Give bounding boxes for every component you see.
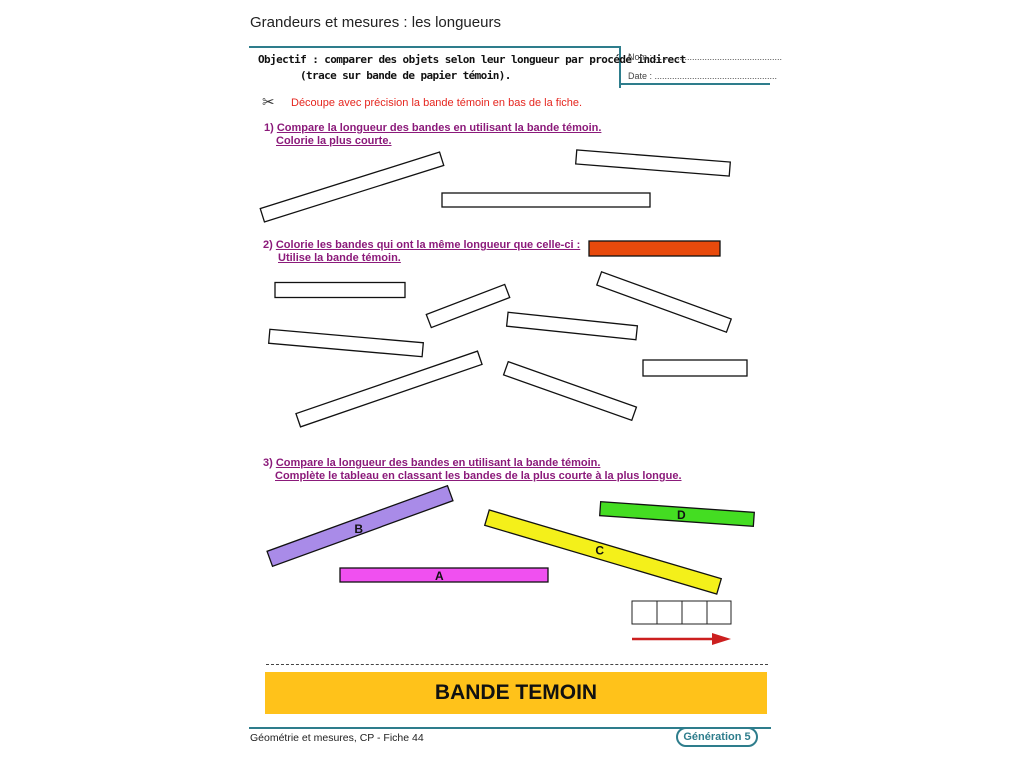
- direction-arrow-icon: [632, 633, 731, 645]
- question-1: 1) Compare la longueur des bandes en uti…: [264, 122, 601, 135]
- scissors-icon: ✂: [262, 94, 275, 111]
- witness-band-label: BANDE TEMOIN: [434, 681, 598, 704]
- ex1-band-2[interactable]: [574, 149, 732, 177]
- question-1-subtext: Colorie la plus courte.: [276, 135, 392, 148]
- ex3-band-D[interactable]: D: [599, 500, 755, 528]
- header-divider: [619, 83, 770, 85]
- question-2-line2: Utilise la bande témoin.: [278, 252, 401, 264]
- question-2-subtext: Utilise la bande témoin.: [278, 252, 401, 265]
- ex2-band-6[interactable]: [295, 350, 483, 428]
- objective-text: Objectif : comparer des objets selon leu…: [258, 53, 686, 66]
- witness-band: BANDE TEMOIN: [265, 672, 767, 714]
- question-2-line1: Colorie les bandes qui ont la même longu…: [275, 239, 581, 251]
- ranking-cell[interactable]: [681, 600, 708, 625]
- ex1-band-3[interactable]: [441, 192, 651, 208]
- ex2-band-3[interactable]: [595, 270, 733, 334]
- question-1-number: 1): [264, 122, 274, 134]
- question-1-line2: Colorie la plus courte.: [276, 135, 392, 147]
- ex2-band-5[interactable]: [267, 328, 425, 358]
- ex2-band-2[interactable]: [425, 283, 511, 329]
- band-C-label: C: [595, 544, 604, 558]
- footer-text: Géométrie et mesures, CP - Fiche 44: [250, 732, 424, 744]
- ranking-table: [631, 600, 732, 625]
- question-1-line1: Compare la longueur des bandes en utilis…: [276, 122, 602, 134]
- ex2-band-4[interactable]: [505, 311, 639, 341]
- ranking-cell[interactable]: [656, 600, 683, 625]
- question-2-number: 2): [263, 239, 273, 251]
- ex2-band-1[interactable]: [274, 281, 406, 299]
- cut-line: [266, 664, 768, 665]
- ex2-band-7[interactable]: [502, 360, 638, 422]
- ex3-band-A[interactable]: A: [339, 567, 549, 583]
- brand-label: Génération 5: [683, 731, 751, 743]
- question-3: 3) Compare la longueur des bandes en uti…: [263, 457, 600, 470]
- cut-instruction: Découpe avec précision la bande témoin e…: [291, 97, 583, 109]
- name-field[interactable]: Nom : ..................................…: [628, 52, 783, 62]
- ex1-band-1[interactable]: [259, 151, 445, 223]
- ex3-band-C[interactable]: C: [483, 509, 723, 595]
- question-2: 2) Colorie les bandes qui ont la même lo…: [263, 239, 580, 252]
- ex2-band-8[interactable]: [642, 359, 748, 377]
- band-A-label: A: [435, 569, 444, 583]
- ex2-reference-band: [588, 240, 721, 257]
- footer-divider: [249, 727, 771, 729]
- brand-badge: Génération 5: [676, 727, 758, 747]
- ex3-band-B[interactable]: B: [266, 484, 454, 569]
- band-B-label: B: [354, 522, 363, 536]
- objective-box: [249, 46, 621, 88]
- question-3-line2: Complète le tableau en classant les band…: [275, 470, 682, 482]
- date-field[interactable]: Date : .................................…: [628, 71, 778, 81]
- question-3-number: 3): [263, 457, 273, 469]
- ranking-cell[interactable]: [706, 600, 732, 625]
- band-D-label: D: [677, 508, 686, 522]
- question-3-subtext: Complète le tableau en classant les band…: [275, 470, 682, 483]
- page-title: Grandeurs et mesures : les longueurs: [250, 14, 501, 31]
- question-3-line1: Compare la longueur des bandes en utilis…: [275, 457, 601, 469]
- objective-text-continued: (trace sur bande de papier témoin).: [300, 69, 511, 82]
- ranking-cell[interactable]: [631, 600, 658, 625]
